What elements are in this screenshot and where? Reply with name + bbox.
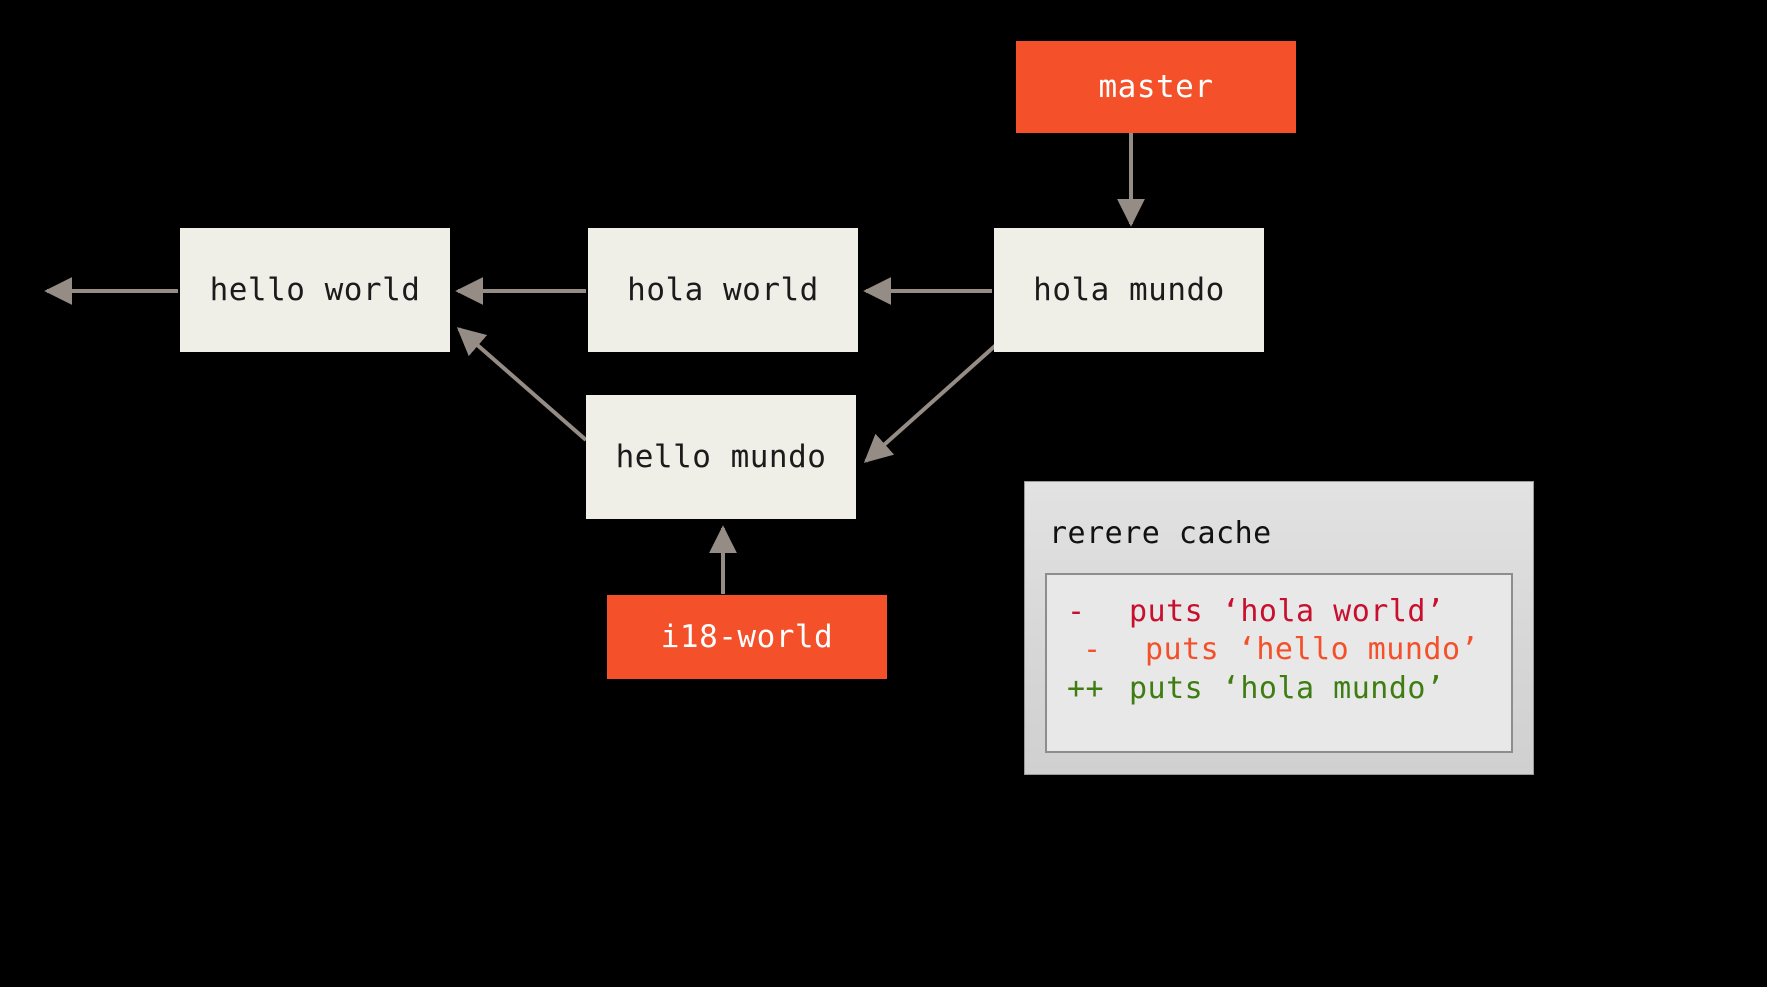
commit-node-hello-world[interactable]: hello world — [180, 228, 450, 352]
branch-label: master — [1098, 69, 1214, 105]
commit-label: hello mundo — [615, 439, 827, 475]
commit-label: hello world — [209, 272, 421, 308]
diff-marker: - — [1067, 594, 1086, 629]
diff-text: puts ‘hola mundo’ — [1129, 670, 1445, 706]
diff-line: - puts ‘hola world’ — [1061, 593, 1497, 631]
commit-label: hola world — [627, 272, 819, 308]
arrow-hello-mundo-to-hello-world — [456, 327, 588, 442]
rerere-diff-block: - puts ‘hola world’ - puts ‘hello mundo’… — [1045, 573, 1513, 753]
diff-line: ++ puts ‘hola mundo’ — [1061, 670, 1497, 708]
diff-text: puts ‘hello mundo’ — [1145, 632, 1480, 668]
commit-node-hola-mundo[interactable]: hola mundo — [994, 228, 1264, 352]
commit-label: hola mundo — [1033, 272, 1225, 308]
commit-node-hello-mundo[interactable]: hello mundo — [586, 395, 856, 519]
diff-marker: ++ — [1067, 670, 1105, 706]
branch-node-master[interactable]: master — [1016, 41, 1296, 133]
rerere-cache-panel: rerere cache - puts ‘hola world’ - puts … — [1024, 481, 1534, 775]
diff-marker: - — [1083, 632, 1102, 668]
diff-line: - puts ‘hello mundo’ — [1061, 631, 1497, 669]
rerere-cache-title: rerere cache — [1049, 516, 1272, 551]
branch-label: i18-world — [660, 619, 834, 655]
commit-node-hola-world[interactable]: hola world — [588, 228, 858, 352]
branch-node-i18-world[interactable]: i18-world — [607, 595, 887, 679]
diff-text: puts ‘hola world’ — [1129, 594, 1445, 629]
arrow-hola-mundo-to-hello-mundo — [863, 343, 998, 463]
